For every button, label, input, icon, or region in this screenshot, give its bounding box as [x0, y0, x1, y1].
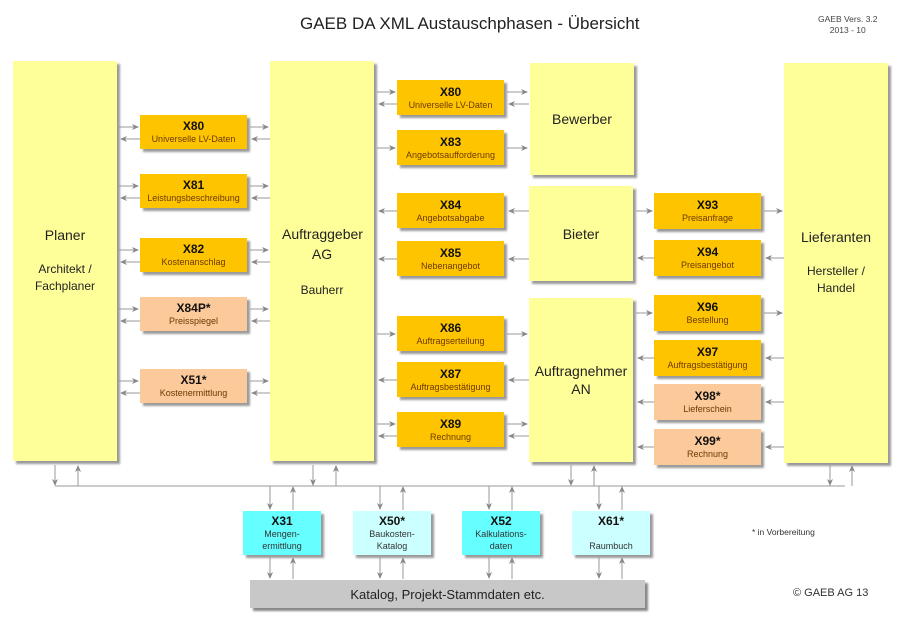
actor-auftraggeber-sub: Bauherr: [300, 282, 344, 297]
phase-x31-data-label-line1: Mengen-: [264, 529, 300, 539]
phase-x97-supplier-code: X97: [696, 345, 719, 359]
phase-x97-supplier-label: Auftragsbestätigung: [667, 360, 748, 370]
phase-x85-ag-code: X85: [439, 245, 462, 260]
actor-lieferanten-sub: Hersteller / Handel: [806, 264, 865, 295]
phase-x86-ag-label: Auftragserteilung: [416, 335, 485, 346]
phase-x61-data-code: X61*: [597, 514, 625, 528]
phase-x82-planer-code: X82: [182, 242, 205, 256]
actor-planer-name: Planer: [44, 227, 86, 243]
catalog-bar[interactable]: Katalog, Projekt-Stammdaten etc.: [250, 580, 645, 608]
page-title: GAEB DA XML Austauschphasen - Übersicht: [300, 14, 640, 33]
phase-x50-data-label-line2: Katalog: [376, 541, 408, 551]
phase-x80-planer-code: X80: [182, 119, 205, 133]
actor-planer[interactable]: Planer Architekt / Fachplaner: [13, 61, 117, 461]
version-info: GAEB Vers. 3.2 2013 - 10: [818, 14, 878, 36]
phase-x31-data-code: X31: [271, 514, 293, 528]
phase-x93-supplier-code: X93: [696, 198, 719, 212]
actor-bewerber[interactable]: Bewerber: [530, 63, 634, 175]
phase-x80-ag-code: X80: [439, 84, 462, 99]
phase-x52-data-label-line1: Kalkulations-: [475, 529, 527, 539]
actor-bieter-name: Bieter: [562, 225, 600, 242]
phase-x89-ag-label: Rechnung: [429, 431, 472, 442]
phase-x87-ag-code: X87: [439, 366, 462, 381]
phase-x98-supplier[interactable]: X98*Lieferschein: [654, 384, 761, 420]
actor-auftragnehmer[interactable]: Auftragnehmer AN: [529, 298, 633, 462]
version-number: GAEB Vers. 3.2: [818, 14, 878, 24]
phase-x50-data-label-line1: Baukosten-: [369, 529, 415, 539]
phase-x50-data[interactable]: X50*Baukosten- Katalog: [353, 511, 431, 555]
phase-x51-planer-code: X51*: [180, 373, 207, 387]
phase-x99-supplier-code: X99*: [694, 434, 721, 448]
phase-x31-data-label-line2: ermittlung: [262, 541, 302, 551]
phase-x84p-planer-code: X84P*: [176, 301, 211, 315]
phase-x52-data-label-line2: daten: [489, 541, 513, 551]
phase-x61-data[interactable]: X61* Raumbuch: [572, 511, 650, 555]
phase-x51-planer-label: Kostenermittlung: [159, 388, 228, 398]
phase-x84-ag-label: Angebotsabgabe: [416, 212, 485, 223]
phase-x85-ag-label: Nebenangebot: [420, 260, 481, 271]
phase-x84p-planer-label: Preisspiegel: [168, 316, 219, 326]
phase-x96-supplier-label: Bestellung: [686, 315, 729, 325]
phase-x81-planer-label: Leistungsbeschreibung: [147, 193, 240, 203]
actor-auftragnehmer-name: Auftragnehmer AN: [534, 363, 628, 397]
actor-planer-sub: Architekt / Fachplaner: [34, 262, 96, 293]
phase-x83-ag-code: X83: [439, 134, 462, 149]
actor-lieferanten[interactable]: Lieferanten Hersteller / Handel: [784, 63, 888, 463]
phase-x89-ag-code: X89: [439, 416, 462, 431]
phase-x94-supplier-code: X94: [696, 245, 719, 259]
actor-lieferanten-name: Lieferanten: [800, 229, 872, 245]
actor-bieter[interactable]: Bieter: [529, 186, 633, 281]
phase-x84-ag-code: X84: [439, 197, 462, 212]
phase-x99-supplier[interactable]: X99*Rechnung: [654, 429, 761, 465]
phase-x96-supplier-code: X96: [696, 300, 719, 314]
actor-auftraggeber[interactable]: Auftraggeber AG Bauherr: [270, 61, 374, 461]
phase-x98-supplier-code: X98*: [694, 389, 721, 403]
phase-x86-ag-code: X86: [439, 320, 462, 335]
phase-x93-supplier-label: Preisanfrage: [681, 213, 734, 223]
copyright: © GAEB AG 13: [793, 587, 869, 599]
version-date: 2013 - 10: [829, 25, 866, 35]
phase-x50-data-code: X50*: [378, 514, 406, 528]
phase-x81-planer-code: X81: [182, 178, 205, 192]
phase-x51-planer[interactable]: X51*Kostenermittlung: [140, 369, 247, 403]
phase-x52-data-code: X52: [490, 514, 512, 528]
footnote: * in Vorbereitung: [752, 527, 815, 537]
actor-auftraggeber-name: Auftraggeber AG: [282, 225, 363, 262]
phase-x82-planer-label: Kostenanschlag: [161, 257, 226, 267]
phase-x87-ag-label: Auftragsbestätigung: [410, 381, 491, 392]
phase-x83-ag-label: Angebotsaufforderung: [406, 149, 495, 160]
phase-x99-supplier-label: Rechnung: [686, 449, 729, 459]
phase-x61-data-label-line2: Raumbuch: [589, 541, 633, 551]
phase-x80-planer-label: Universelle LV-Daten: [151, 134, 236, 144]
phase-x84p-planer[interactable]: X84P*Preisspiegel: [140, 297, 247, 331]
phase-x98-supplier-label: Lieferschein: [683, 404, 732, 414]
phase-x80-ag-label: Universelle LV-Daten: [408, 99, 493, 110]
phase-x94-supplier-label: Preisangebot: [680, 260, 735, 270]
catalog-label: Katalog, Projekt-Stammdaten etc.: [350, 586, 545, 602]
actor-bewerber-name: Bewerber: [552, 111, 612, 127]
